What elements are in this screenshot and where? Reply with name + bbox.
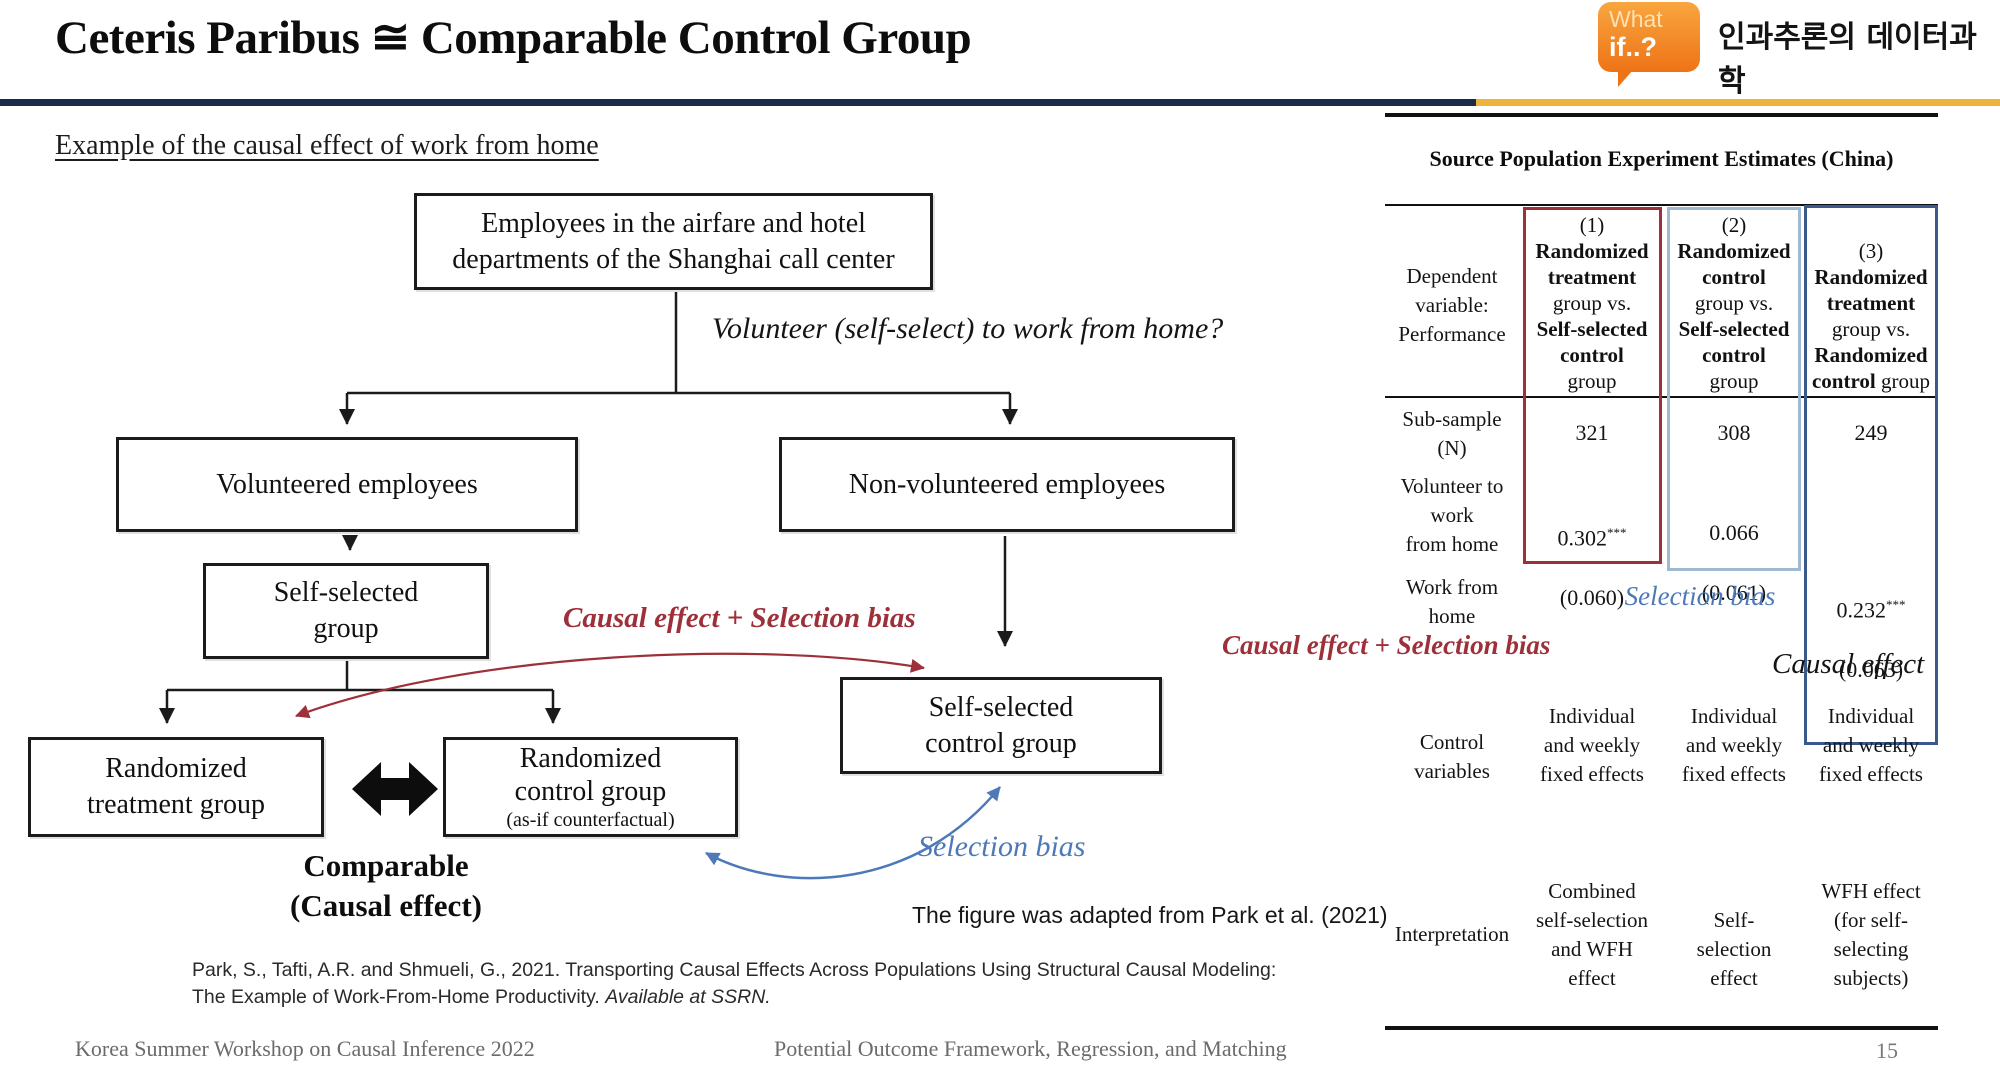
controls-col1: Individual and weekly fixed effects (1540, 704, 1644, 786)
volunteer-col2-se: (0.061) (1701, 580, 1767, 605)
col3-reg3: group (1875, 369, 1931, 393)
table-col2-header: (2) Randomized control group vs. Self-se… (1659, 212, 1809, 394)
box-self-selected-control: Self-selected control group (840, 677, 1162, 774)
col1-reg1: group vs. (1552, 291, 1632, 315)
volunteer-col2: 0.066 (0.061) (1702, 488, 1766, 638)
frame-col1-red (1523, 207, 1662, 564)
citation-italic: Available at SSRN. (605, 986, 771, 1008)
col1-bold2: Self-selected control (1536, 317, 1648, 367)
col2-reg1: group vs. (1694, 291, 1774, 315)
comparable-label: Comparable (Causal effect) (290, 848, 482, 923)
header-rule-gold (1476, 99, 2000, 106)
box-randomized-treatment: Randomized treatment group (28, 737, 324, 837)
wfh-col3-estimate: 0.232*** (1836, 597, 1906, 623)
col2-bold1: Randomized control (1677, 239, 1791, 289)
col3-bold1: Randomized treatment (1814, 265, 1928, 315)
subsample-col1: 321 (1575, 420, 1609, 445)
table-causal-selection-annotation: Causal effect + Selection bias (1222, 630, 1551, 660)
whatif-logo-icon: What if..? (1598, 2, 1700, 72)
table-causal-effect-annotation: Causal effect (1772, 648, 1925, 680)
logo-what-text: What (1609, 6, 1663, 32)
controls-col3: Individual and weekly fixed effects (1819, 704, 1923, 786)
box-non-volunteered: Non-volunteered employees (779, 437, 1235, 532)
as-if-counterfactual-text: (as-if counterfactual) (506, 809, 675, 831)
col3-mixed-line: control group (1796, 368, 1946, 394)
row-interpretation-label: Interpretation (1394, 922, 1510, 946)
logo-korean-text: 인과추론의 데이터과학 (1718, 20, 1977, 99)
page-number: 15 (1876, 1038, 1898, 1063)
volunteer-col1-stars: *** (1607, 525, 1627, 540)
subsample-col2: 308 (1717, 420, 1751, 445)
box-self-selected-group: Self-selected group (203, 563, 489, 659)
wfh-col3-stars: *** (1886, 597, 1906, 612)
col2-reg2: group (1709, 369, 1759, 393)
volunteer-col2-estimate: 0.066 (1709, 520, 1759, 545)
frame-col2-lightblue (1667, 207, 1801, 571)
table-col1-header: (1) Randomized treatment group vs. Self-… (1517, 212, 1667, 394)
causal-selection-arrow (295, 652, 925, 719)
header-rule-navy (0, 99, 1476, 106)
table-col3-header: (3) Randomized treatment group vs. Rando… (1796, 238, 1946, 394)
interpretation-col2: Self- selection effect (1696, 908, 1772, 990)
figure-source-note: The figure was adapted from Park et al. … (912, 902, 1388, 928)
interpretation-col3: WFH effect (for self- selecting subjects… (1821, 879, 1921, 990)
volunteer-col1-estimate: 0.302*** (1557, 525, 1627, 551)
box-population: Employees in the airfare and hotel depar… (414, 193, 933, 290)
page-title: Ceteris Paribus ≅ Comparable Control Gro… (55, 12, 972, 64)
volunteer-col1: 0.302*** (0.060) (1558, 488, 1627, 643)
col3-number: (3) (1858, 239, 1884, 263)
double-arrow-icon (352, 762, 438, 816)
question-label: Volunteer (self-select) to work from hom… (712, 312, 1224, 345)
table-dependent-label: Dependent variable: Performance (1398, 264, 1506, 346)
table-bottom-border (1385, 1026, 1938, 1030)
citation-normal: Park, S., Tafti, A.R. and Shmueli, G., 2… (192, 959, 1277, 1008)
table-selection-bias-annotation: Selection bias (1624, 581, 1776, 611)
logo-if-text: if..? (1609, 32, 1657, 62)
table-top-border (1385, 113, 1938, 117)
footer-workshop: Korea Summer Workshop on Causal Inferenc… (75, 1036, 535, 1061)
col3-bold2: Randomized (1814, 343, 1928, 367)
footer-lecture: Potential Outcome Framework, Regression,… (774, 1036, 1287, 1061)
col1-bold1: Randomized treatment (1535, 239, 1649, 289)
frame-col3-darkblue (1804, 205, 1938, 745)
table-title-underline (1385, 204, 1938, 206)
logo-bubble-tail (1618, 70, 1633, 87)
controls-col2: Individual and weekly fixed effects (1682, 704, 1786, 786)
randomized-control-text: Randomized control group (514, 743, 667, 807)
table-title: Source Population Experiment Estimates (… (1429, 146, 1894, 171)
col2-number: (2) (1721, 213, 1747, 237)
interpretation-col1: Combined self-selection and WFH effect (1536, 879, 1648, 990)
col3-bold3: control (1811, 369, 1876, 393)
wfh-col3-se: (0.063) (1838, 657, 1904, 683)
row-volunteer-label: Volunteer to work from home (1400, 474, 1504, 556)
volunteer-col1-se: (0.060) (1559, 585, 1625, 611)
col2-bold2: Self-selected control (1678, 317, 1790, 367)
wfh-col3: 0.232*** (0.063) (1837, 560, 1906, 715)
row-wfh-label: Work from home (1405, 575, 1499, 628)
col3-reg1: group vs. (1831, 317, 1911, 341)
subsample-col3: 249 (1854, 420, 1888, 445)
row-controls-label: Control variables (1414, 730, 1490, 783)
box-volunteered: Volunteered employees (116, 437, 578, 532)
citation: Park, S., Tafti, A.R. and Shmueli, G., 2… (192, 957, 1276, 1011)
causal-selection-label: Causal effect + Selection bias (563, 602, 916, 634)
row-subsample-label: Sub-sample (N) (1402, 407, 1502, 460)
col1-number: (1) (1579, 213, 1605, 237)
section-heading: Example of the causal effect of work fro… (55, 130, 599, 161)
box-randomized-control: Randomized control group (as-if counterf… (443, 737, 738, 837)
col1-reg2: group (1567, 369, 1617, 393)
selection-bias-label: Selection bias (918, 830, 1086, 863)
